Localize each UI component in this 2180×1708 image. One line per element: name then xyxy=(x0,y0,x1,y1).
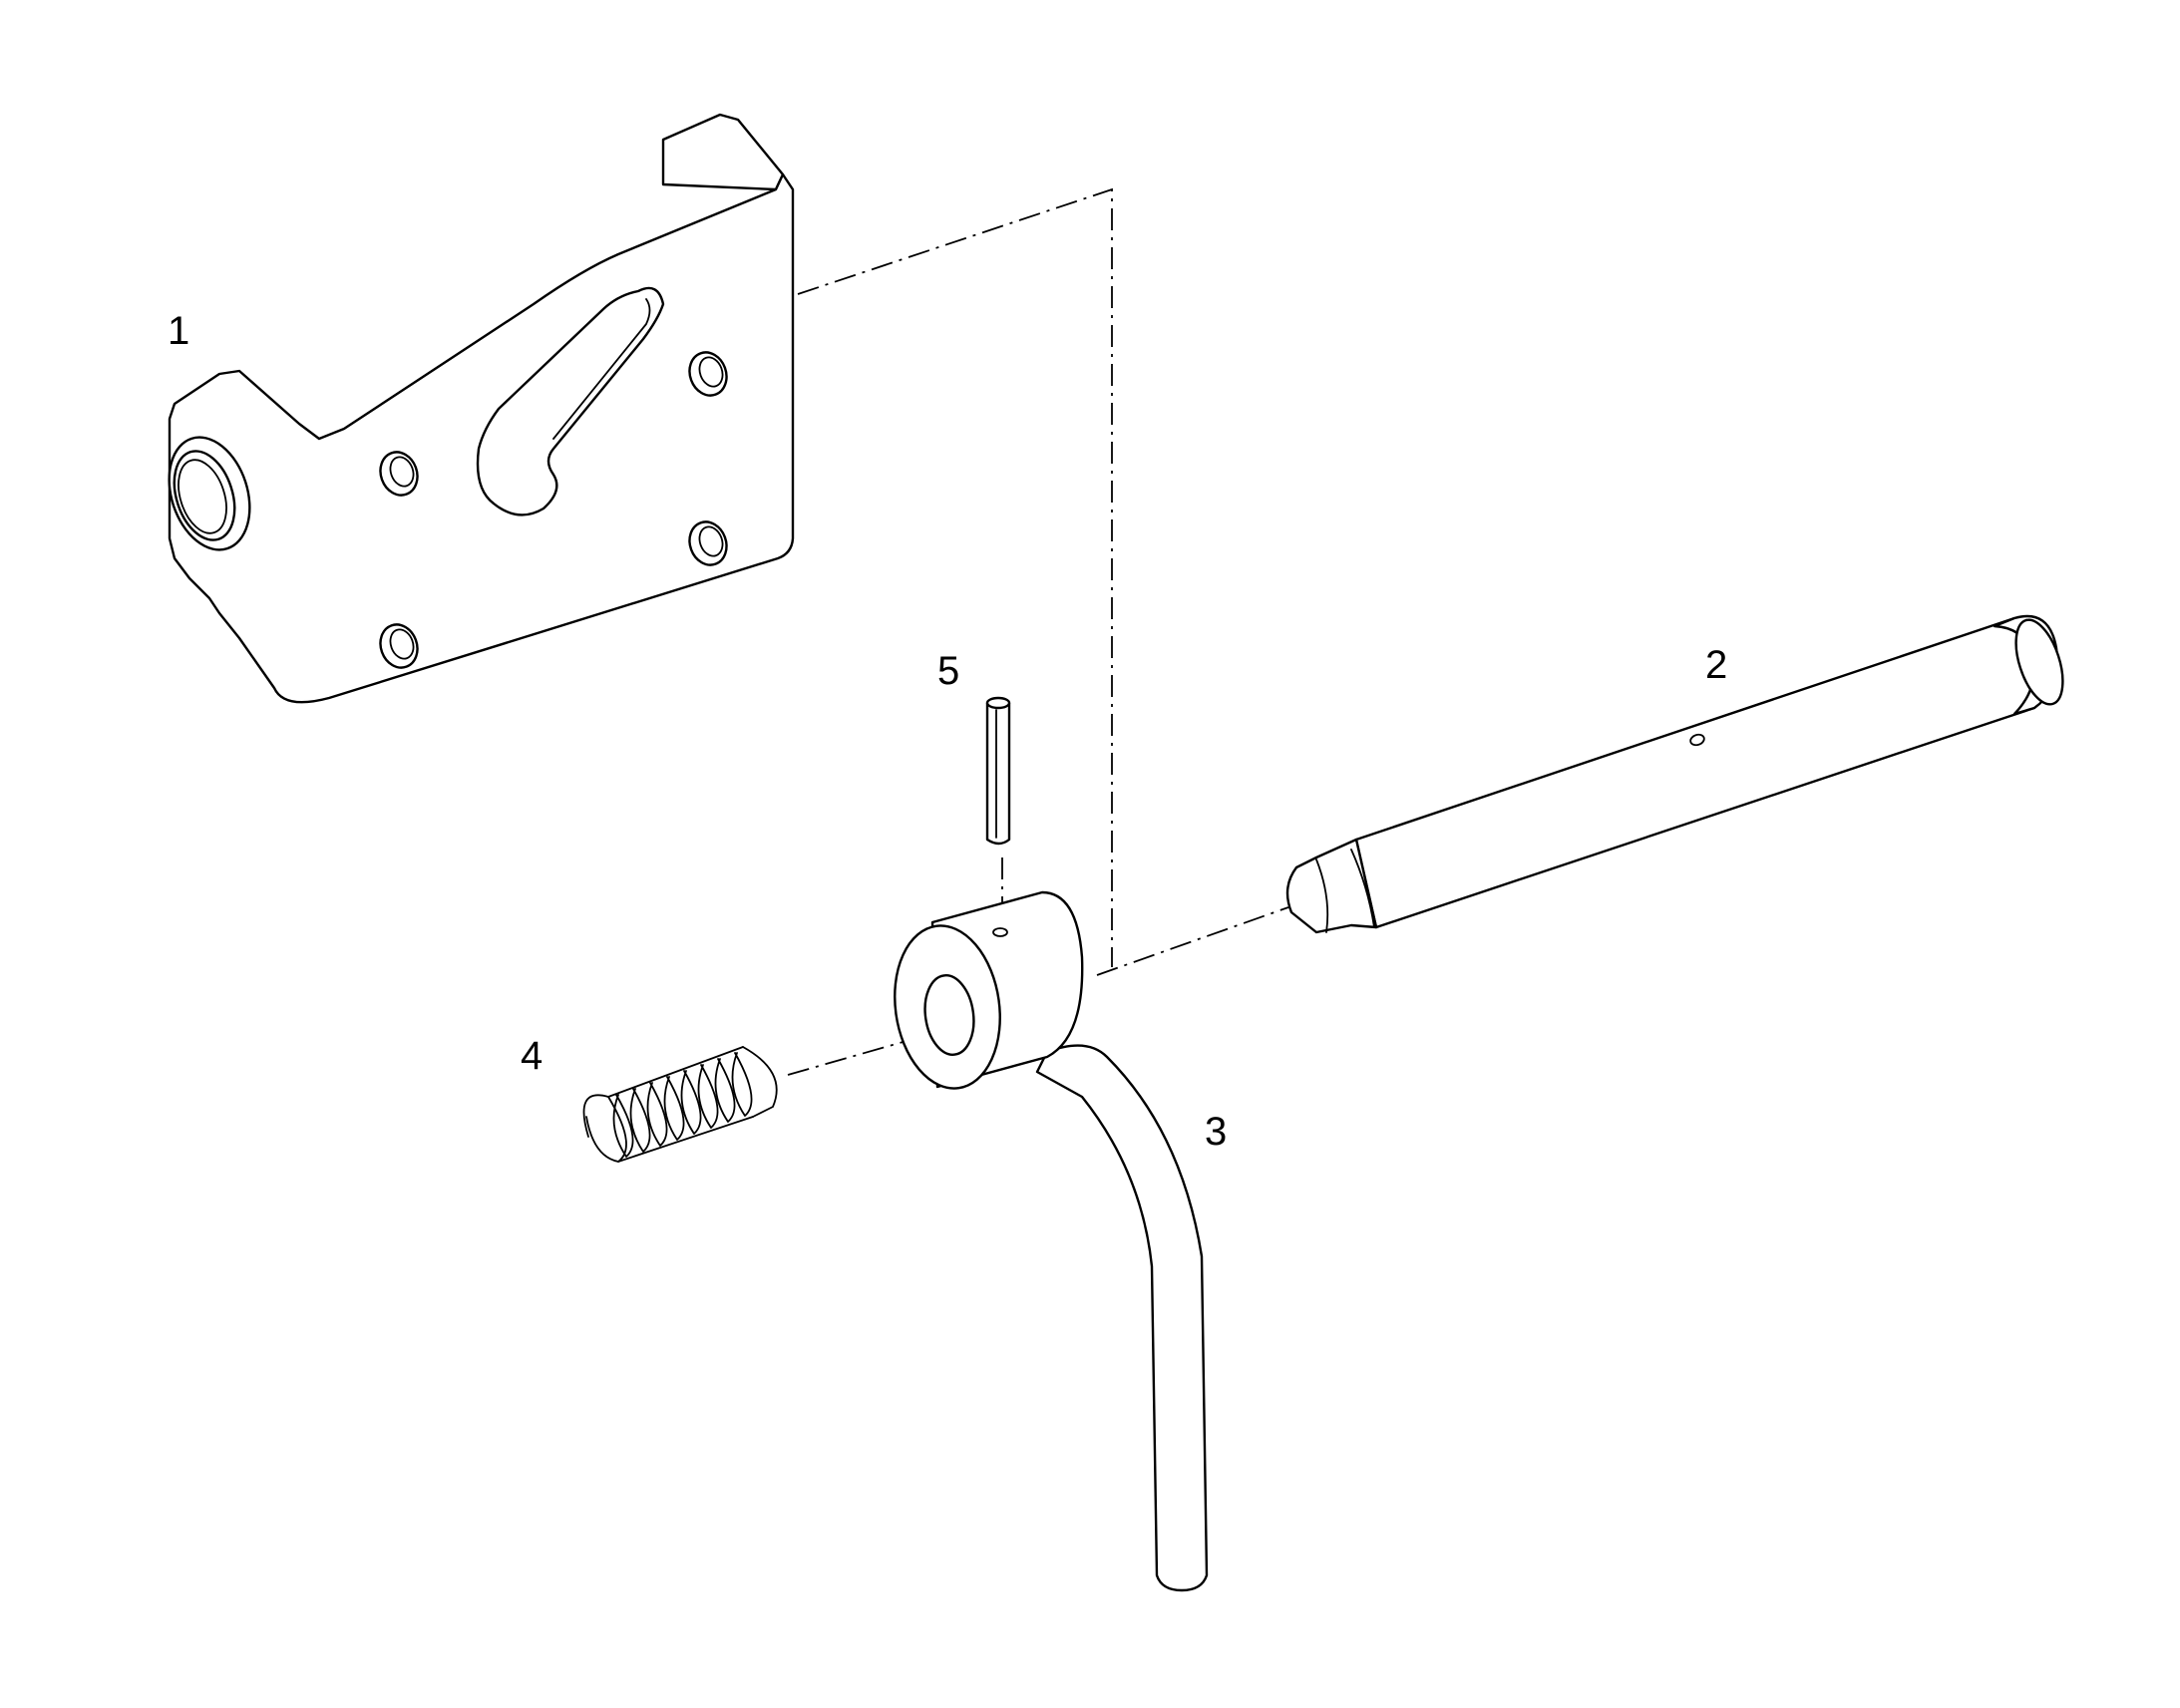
pin-shaft xyxy=(1285,614,2064,934)
callout-3: 3 xyxy=(1205,1110,1227,1154)
callout-1: 1 xyxy=(168,309,189,353)
lever-handle xyxy=(894,890,1209,1592)
roll-pin xyxy=(985,696,1011,846)
callouts: 1 2 3 4 5 xyxy=(168,309,1727,1154)
bracket-plate xyxy=(168,113,795,704)
assembly-line-bracket-to-pin xyxy=(797,187,1113,967)
callout-2: 2 xyxy=(1705,643,1727,687)
compression-spring xyxy=(582,1046,778,1163)
assembly-line-collar-to-pin xyxy=(1096,906,1289,976)
callout-4: 4 xyxy=(521,1034,543,1078)
callout-5: 5 xyxy=(937,649,959,693)
